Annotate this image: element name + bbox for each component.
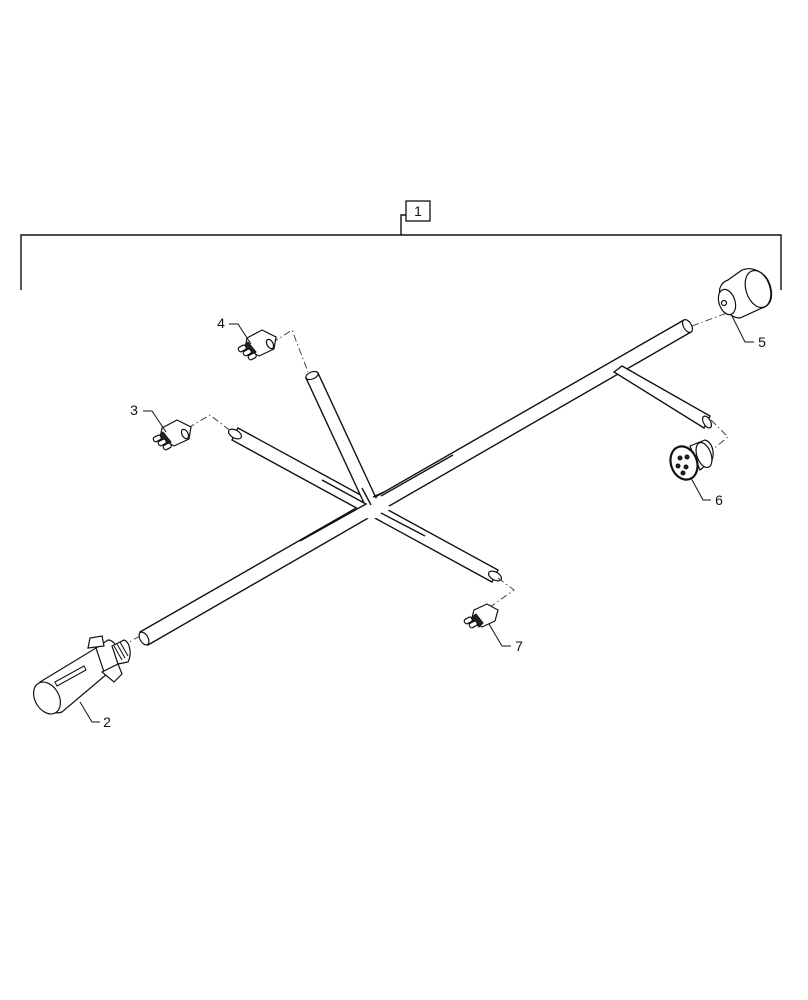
connector-3[interactable] [152,419,192,451]
callout-label-4: 4 [217,315,225,331]
connector-5[interactable] [715,267,775,319]
callout-2: 2 [79,701,111,730]
callout-5: 5 [731,315,766,350]
connector-7[interactable] [463,603,499,629]
callout-4: 4 [217,315,252,345]
connector-2-plug[interactable] [28,635,131,719]
callout-label-1: 1 [414,203,422,219]
callout-label-5: 5 [758,334,766,350]
callout-label-6: 6 [715,492,723,508]
callout-3: 3 [130,402,167,433]
connector-4[interactable] [237,329,277,361]
connector-6[interactable] [666,439,715,483]
callout-label-3: 3 [130,402,138,418]
callout-label-7: 7 [515,638,523,654]
callout-label-2: 2 [103,714,111,730]
junction-crossing [299,454,454,542]
callout-6: 6 [690,477,723,508]
callout-7: 7 [488,623,523,654]
assembly-bracket: 1 [20,200,782,290]
branch-wire-4 [305,370,377,504]
branch-wire-6 [612,365,713,430]
main-trunk-wire [138,319,694,646]
callout-box-1 [405,200,431,222]
